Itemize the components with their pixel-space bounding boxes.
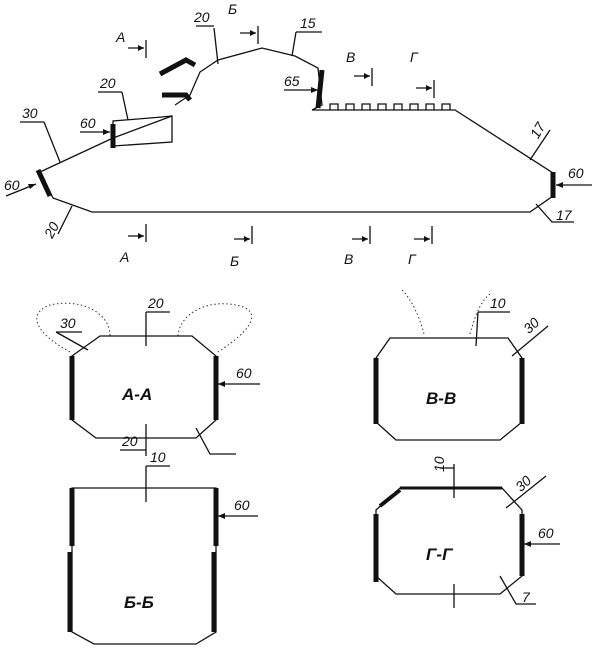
gg-dim-side-slope: 30 xyxy=(505,472,547,509)
cut-marker-g-bottom: Г xyxy=(408,226,433,267)
svg-text:А: А xyxy=(115,29,125,45)
cut-marker-v-top: В xyxy=(346,49,373,86)
dim-rear: 60 xyxy=(556,165,592,188)
svg-text:20: 20 xyxy=(121,433,138,449)
vv-dim-side-slope: 30 xyxy=(511,314,549,357)
dim-nose: 60 xyxy=(4,177,37,197)
aa-lower-leader xyxy=(195,427,236,455)
svg-text:60: 60 xyxy=(80,115,96,131)
dim-mantlet: 65 xyxy=(284,73,318,93)
svg-text:10: 10 xyxy=(431,456,447,472)
svg-text:В: В xyxy=(344,251,353,267)
svg-text:В-В: В-В xyxy=(426,389,456,408)
svg-text:Б: Б xyxy=(230,253,239,269)
svg-text:10: 10 xyxy=(150,449,166,465)
aa-dim-side-slope: 30 xyxy=(55,315,89,351)
svg-text:10: 10 xyxy=(490,295,506,311)
section-aa: А-А 30 20 60 20 xyxy=(36,295,260,456)
svg-text:60: 60 xyxy=(568,165,584,181)
section-vv: В-В 10 30 xyxy=(373,289,549,441)
dim-turret-top: 15 xyxy=(291,15,322,57)
svg-text:Б-Б: Б-Б xyxy=(124,593,154,612)
svg-text:60: 60 xyxy=(4,177,20,193)
vv-dim-top: 10 xyxy=(475,295,510,347)
svg-text:20: 20 xyxy=(147,295,164,311)
svg-text:60: 60 xyxy=(236,365,252,381)
svg-text:60: 60 xyxy=(234,497,250,513)
svg-text:30: 30 xyxy=(512,472,534,494)
svg-text:30: 30 xyxy=(22,105,38,121)
engine-deck-grille xyxy=(329,103,451,110)
dim-rear-lower: 17 xyxy=(535,203,574,223)
gg-left-slope-plate xyxy=(378,488,402,508)
dim-turret-front: 20 xyxy=(193,9,219,65)
svg-text:20: 20 xyxy=(99,75,116,91)
gg-dim-top: 10 xyxy=(431,456,455,498)
aa-dim-bottom: 20 xyxy=(120,424,147,456)
section-gg: Г-Г 10 30 60 7 xyxy=(373,456,560,608)
cut-marker-g-top: Г xyxy=(410,49,435,98)
cut-marker-b-bottom: Б xyxy=(230,226,253,269)
svg-text:20: 20 xyxy=(193,9,210,25)
svg-text:17: 17 xyxy=(556,207,573,223)
mantlet-plate xyxy=(315,69,325,109)
svg-text:А: А xyxy=(119,249,129,265)
dim-rear-upper: 17 xyxy=(527,118,551,161)
svg-text:В: В xyxy=(346,49,355,65)
svg-text:Г: Г xyxy=(408,251,417,267)
svg-text:7: 7 xyxy=(522,589,531,605)
dim-glacis-upper: 60 xyxy=(80,115,110,135)
section-bb: Б-Б 10 60 xyxy=(67,449,258,645)
svg-text:Г: Г xyxy=(410,49,419,65)
dim-upper-plate-left: 20 xyxy=(98,75,129,121)
aa-dim-side: 60 xyxy=(218,365,260,387)
svg-text:60: 60 xyxy=(538,525,554,541)
svg-text:15: 15 xyxy=(300,15,316,31)
aa-dim-top: 20 xyxy=(145,295,170,346)
bb-dim-side: 60 xyxy=(218,497,258,519)
dim-glacis: 30 xyxy=(20,105,61,163)
turret-front-plate xyxy=(158,57,197,77)
dim-lower-front: 20 xyxy=(40,205,73,241)
svg-text:65: 65 xyxy=(284,73,300,89)
gg-dim-side: 60 xyxy=(524,525,560,547)
turret-lower-plate xyxy=(162,92,192,102)
svg-text:А-А: А-А xyxy=(121,385,152,404)
cut-marker-a-top: А xyxy=(115,29,147,58)
bb-dim-top: 10 xyxy=(145,449,170,502)
svg-text:30: 30 xyxy=(60,315,76,331)
gg-dim-lower: 7 xyxy=(499,575,536,605)
hull-side-view: А Б В Г А Б В Г xyxy=(4,1,592,269)
svg-text:Г-Г: Г-Г xyxy=(426,545,454,564)
cut-marker-a-bottom: А xyxy=(119,224,147,265)
cut-marker-v-bottom: В xyxy=(344,226,371,267)
svg-text:Б: Б xyxy=(228,1,237,17)
cut-marker-b-top: Б xyxy=(228,1,259,44)
svg-text:20: 20 xyxy=(40,219,62,241)
nose-plate xyxy=(35,168,53,198)
